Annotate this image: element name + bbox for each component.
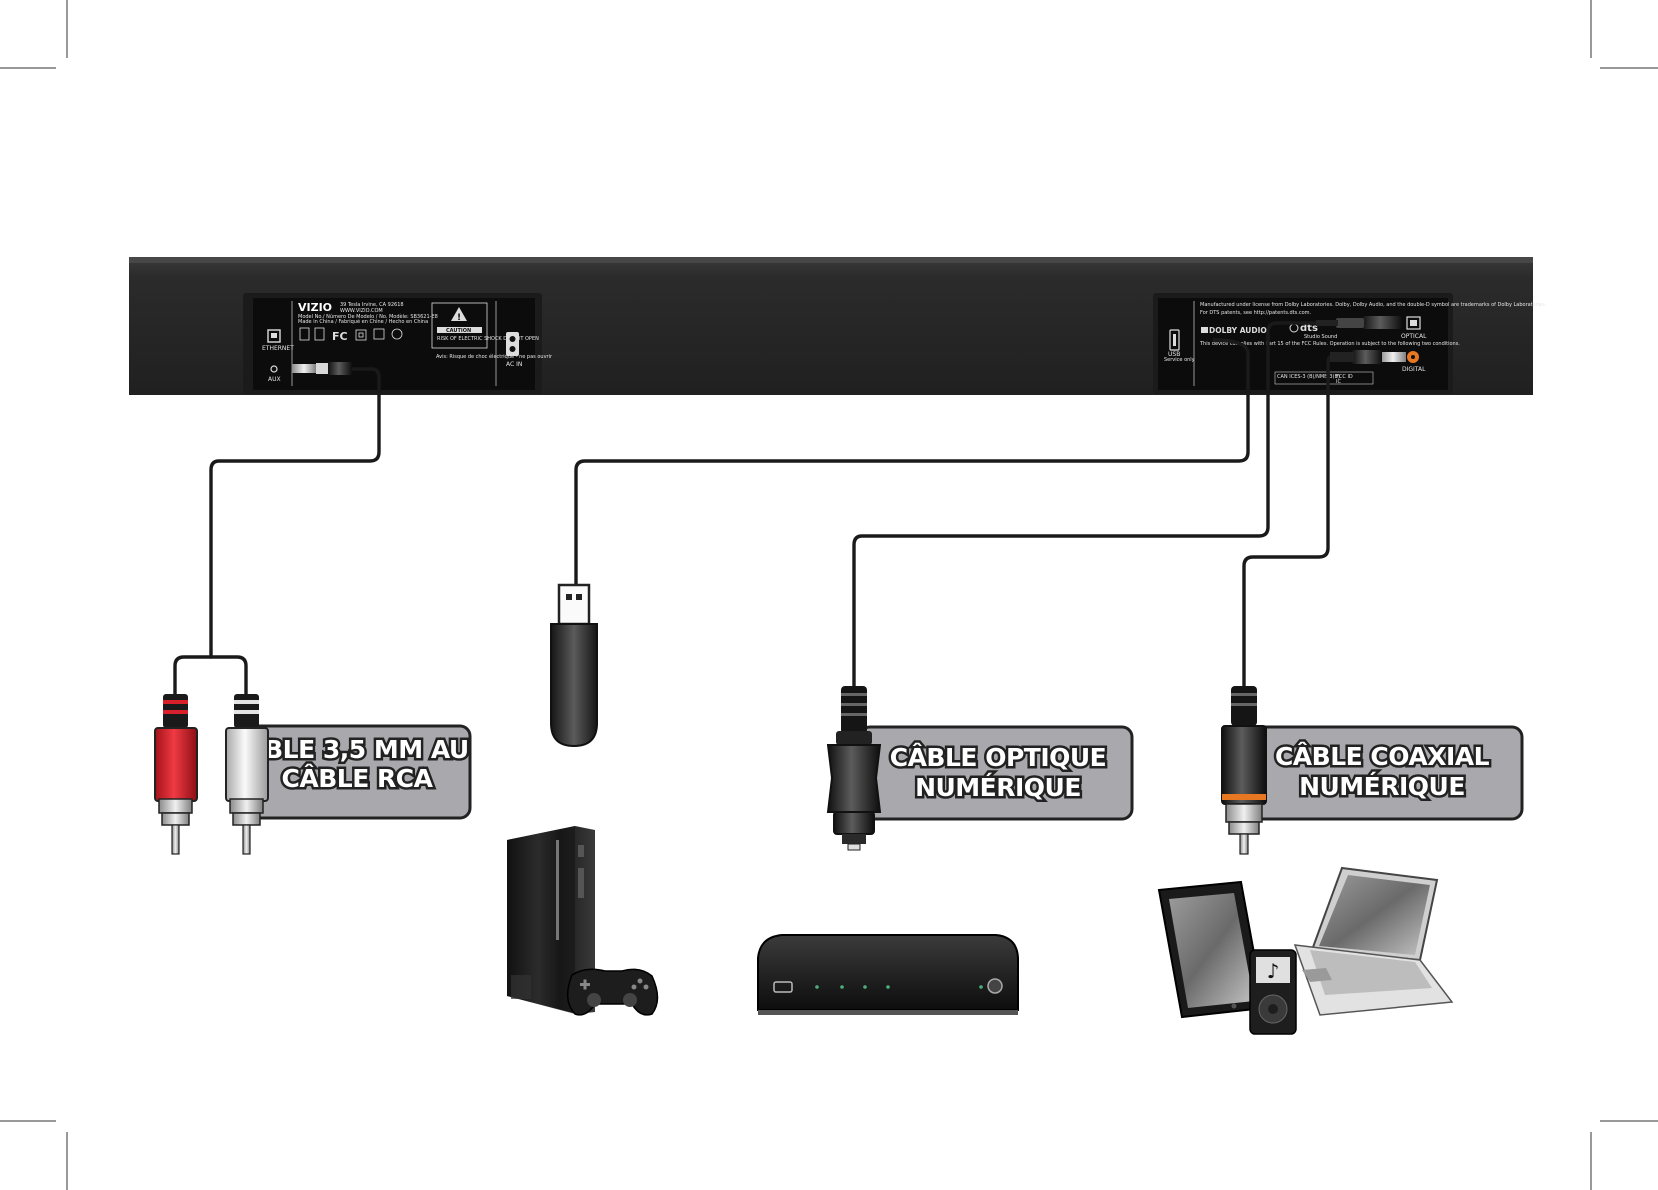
- caution-sub: RISK OF ELECTRIC SHOCK DO NOT OPEN: [437, 336, 539, 342]
- fcc-notice: This device complies with Part 15 of the…: [1199, 341, 1460, 347]
- made-in-text: Made in China / Fabriqué en Chine / Hech…: [298, 318, 428, 325]
- optical-cable-plug: [826, 686, 882, 851]
- usb-label: USB: [1168, 351, 1180, 358]
- svg-text:dts: dts: [1300, 323, 1318, 334]
- music-note-icon: ♪: [1267, 959, 1280, 983]
- cables: [173, 321, 1332, 702]
- certification-icons: FC: [299, 327, 403, 343]
- svg-text:FC: FC: [332, 330, 348, 343]
- optical-plug: [1316, 316, 1402, 329]
- game-controller-icon: [566, 968, 659, 1016]
- warning-triangle-icon: [451, 307, 467, 321]
- coaxial-plug: [1330, 350, 1406, 364]
- vizio-logo: VIZIO: [298, 301, 332, 314]
- aux-port: [270, 365, 278, 373]
- coaxial-label-line-1: CÂBLE COAXIAL: [1275, 742, 1490, 771]
- music-player-icon: ♪: [1249, 949, 1297, 1035]
- address-text: 39 Tesla Irvine, CA 92618: [340, 302, 404, 308]
- model-text: Model No./ Número De Modelo / No. Modèle…: [298, 313, 438, 320]
- status-lights: [815, 985, 983, 989]
- power-button-icon: [987, 978, 1003, 994]
- caution-label: ! CAUTION RISK OF ELECTRIC SHOCK DO NOT …: [431, 302, 553, 360]
- svg-text:!: !: [457, 313, 461, 323]
- id-text-2: FCC ID: [1336, 374, 1353, 380]
- dts-notice: For DTS patents, see http://patents.dts.…: [1200, 310, 1312, 316]
- optical-label-box: CÂBLE OPTIQUE NUMÉRIQUE: [858, 725, 1134, 821]
- optical-port-label: OPTICAL: [1401, 333, 1427, 340]
- aux-label: AUX: [268, 376, 281, 383]
- rca-label-line-2: CÂBLE RCA: [282, 764, 434, 793]
- game-console-icon: [507, 826, 595, 1014]
- rca-red-plug: [154, 694, 198, 855]
- id-text-1: CAN ICES-3 (B)/NMB-3(B): [1277, 374, 1340, 380]
- coaxial-cable: [1242, 355, 1332, 688]
- dolby-notice: Manufactured under license from Dolby La…: [1200, 302, 1547, 308]
- ethernet-label: ETHERNET: [262, 345, 294, 352]
- optical-port-icon: [1406, 316, 1421, 330]
- id-text-3: IC: [1336, 379, 1341, 385]
- svg-text:Studio Sound: Studio Sound: [1304, 334, 1337, 340]
- caution-title: CAUTION: [446, 328, 471, 334]
- aux-cable: [209, 367, 381, 659]
- rca-split-cable: [173, 655, 248, 702]
- usb-port-icon: [1169, 329, 1180, 351]
- aux-plug: [292, 362, 352, 375]
- website-text: WWW.VIZIO.COM: [340, 308, 383, 314]
- usb-cable: [574, 338, 1250, 587]
- tablet-icon: [1157, 880, 1266, 1019]
- warning-fr-text: Avis: Risque de choc électrique - ne pas…: [436, 353, 553, 360]
- coaxial-cable-plug: [1221, 686, 1267, 855]
- optical-label-line-1: CÂBLE OPTIQUE: [890, 743, 1107, 772]
- coaxial-label-box: CÂBLE COAXIAL NUMÉRIQUE: [1248, 725, 1524, 821]
- ac-in-port-icon: [506, 332, 519, 356]
- dolby-logo: DOLBY AUDIO: [1201, 326, 1267, 335]
- coaxial-label-line-2: NUMÉRIQUE: [1299, 772, 1465, 801]
- coaxial-port-label: DIGITAL: [1402, 366, 1426, 373]
- laptop-icon: [1293, 866, 1454, 1016]
- optical-label-line-2: NUMÉRIQUE: [915, 773, 1081, 802]
- ac-in-label: AC IN: [506, 361, 522, 368]
- svg-text:DOLBY AUDIO: DOLBY AUDIO: [1209, 326, 1267, 335]
- soundbar-left-panel: ETHERNET AUX VIZIO 39 Tesla Irvine, CA 9…: [243, 293, 553, 394]
- rca-label-line-1: ÂBLE 3,5 MM AU: [245, 735, 468, 764]
- usb-sub-label: Service only: [1164, 357, 1195, 363]
- ethernet-port-icon: [267, 329, 281, 343]
- rca-label-box: ÂBLE 3,5 MM AU CÂBLE RCA: [242, 724, 472, 820]
- set-top-box-icon: [757, 934, 1019, 1015]
- optical-cable: [852, 321, 1320, 688]
- usb-stick-icon: [550, 583, 598, 748]
- rca-white-plug: [225, 694, 269, 855]
